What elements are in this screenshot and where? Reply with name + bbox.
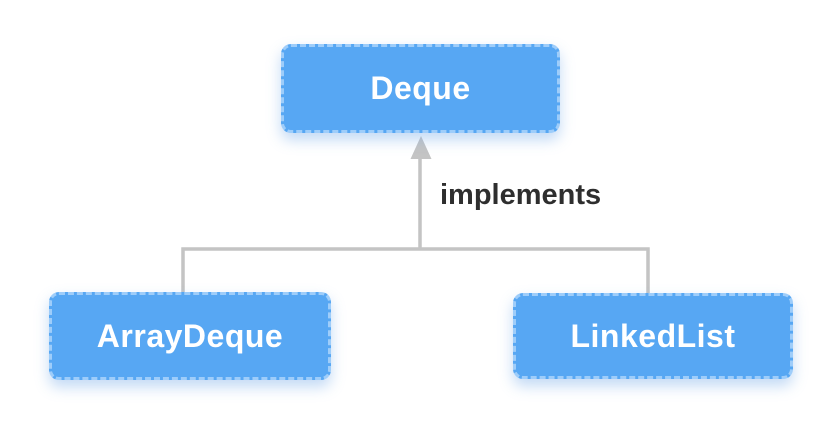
node-linkedlist-label: LinkedList [570,317,736,354]
node-linkedlist: LinkedList [513,293,793,379]
node-deque-label: Deque [370,70,471,106]
node-arraydeque-label: ArrayDeque [96,317,284,354]
node-arraydeque: ArrayDeque [49,292,331,380]
edge-line-branches [181,247,650,293]
node-deque: Deque [281,44,560,133]
implements-arrowhead-icon [410,136,432,159]
edge-label-implements: implements [440,179,602,211]
